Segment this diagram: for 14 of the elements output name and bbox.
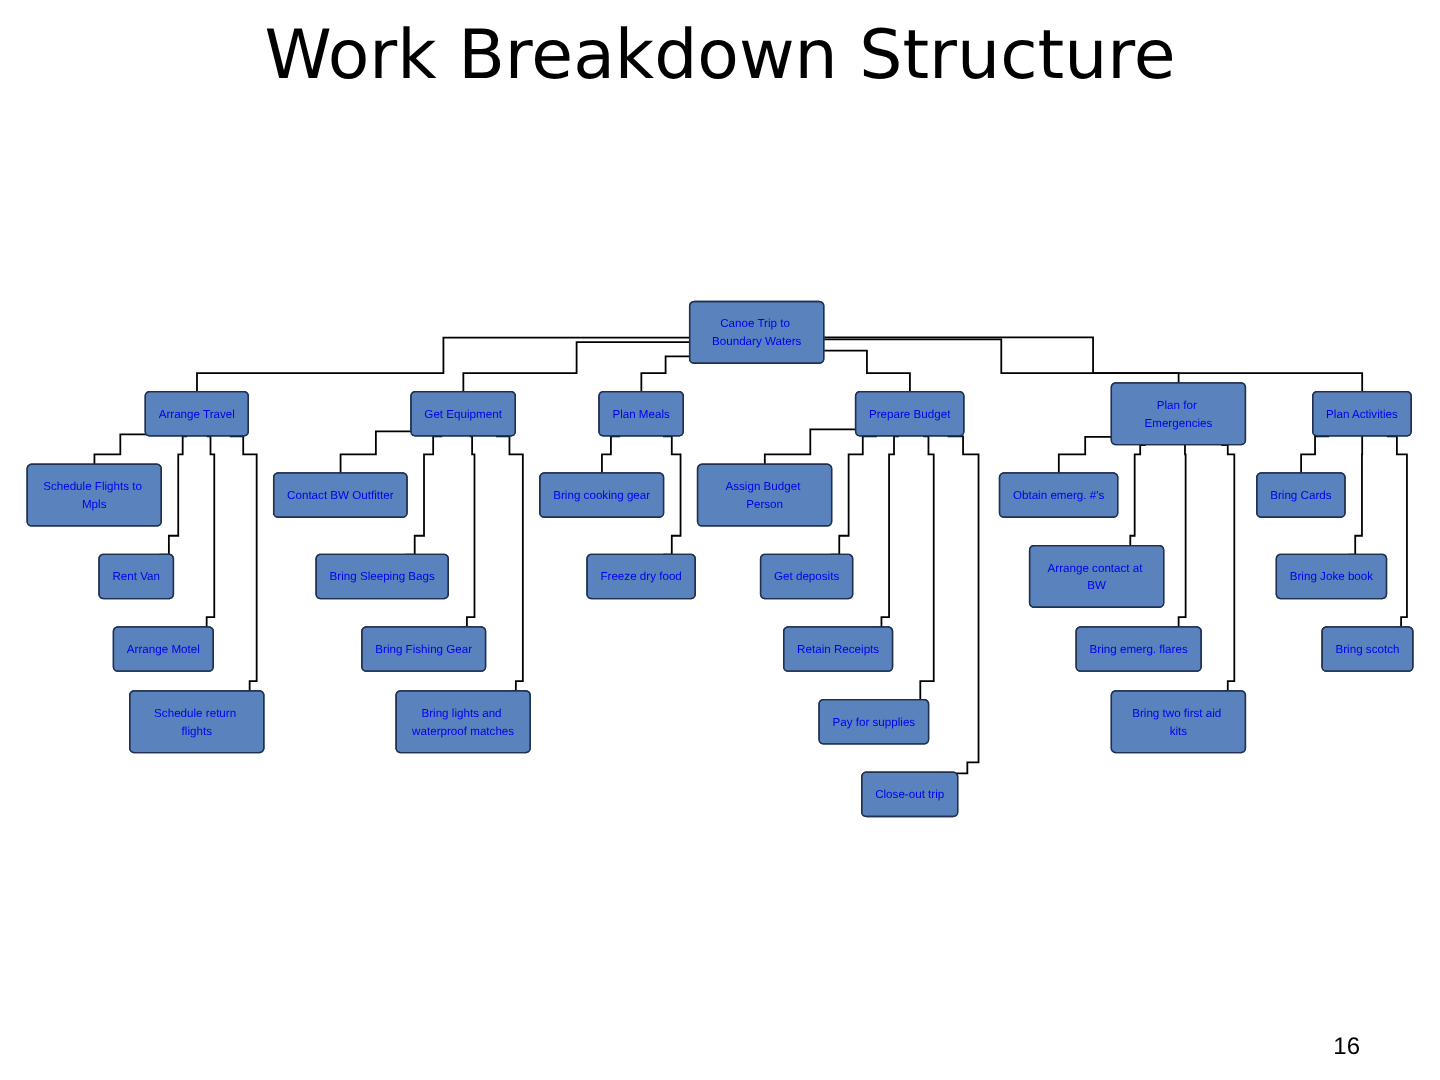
- page-number: 16: [1333, 1032, 1360, 1060]
- connector: [823, 338, 1180, 385]
- connector: [462, 341, 691, 393]
- connector: [823, 336, 1364, 393]
- connector: [763, 428, 857, 466]
- connector: [640, 355, 691, 393]
- connector: [1125, 444, 1147, 547]
- title: Work Breakdown Structure: [262, 16, 1178, 96]
- connector: [823, 349, 912, 393]
- connector: [339, 430, 413, 475]
- connector: [1220, 444, 1236, 693]
- connector: [93, 433, 148, 466]
- connector: [1057, 436, 1113, 475]
- connector: [196, 336, 691, 393]
